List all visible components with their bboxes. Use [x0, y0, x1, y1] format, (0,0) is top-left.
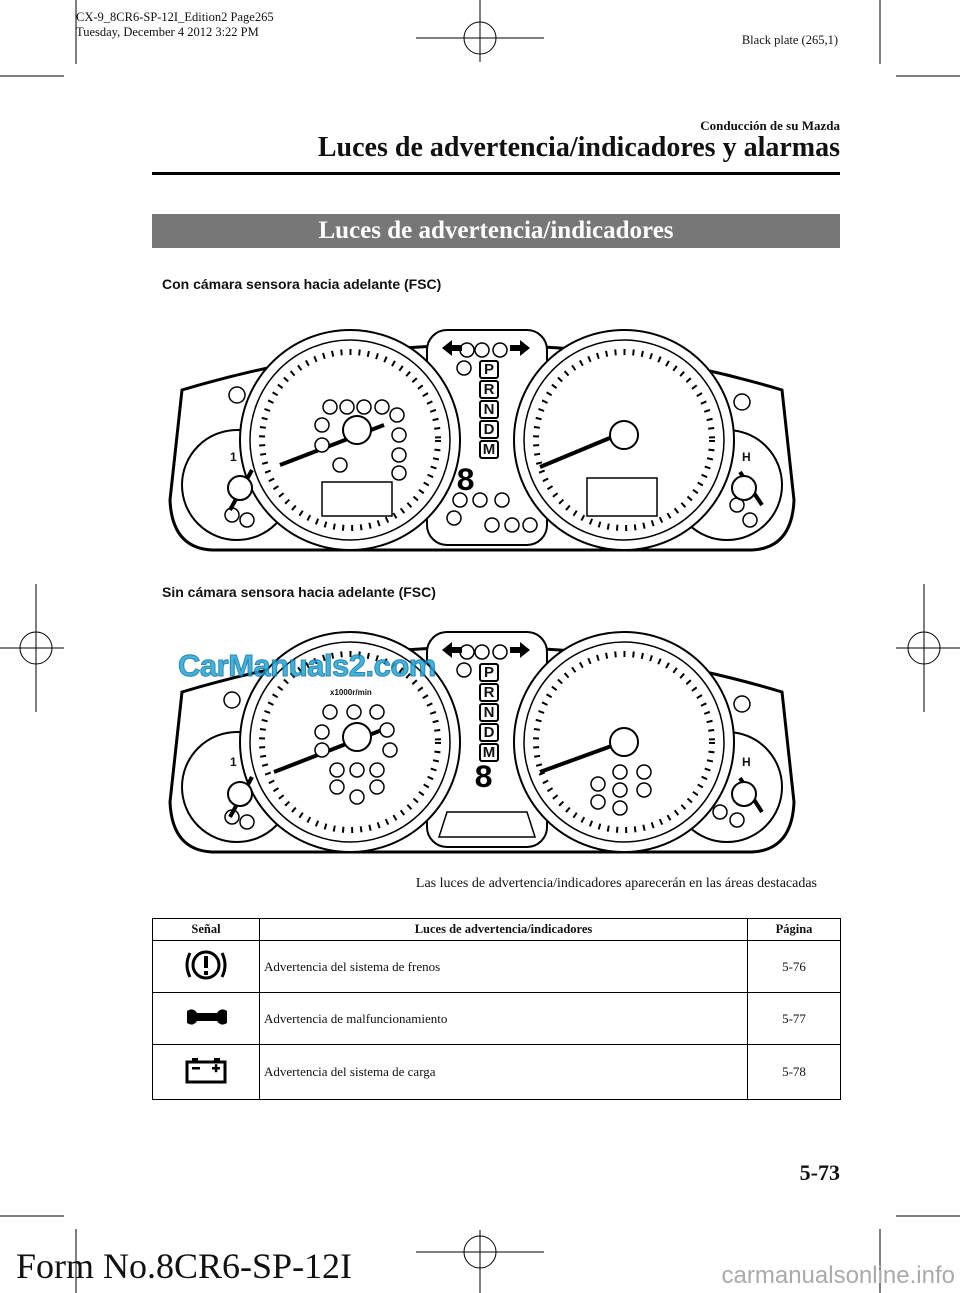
print-info: CX-9_8CR6-SP-12I_Edition2 Page265 Tuesda… — [76, 10, 274, 40]
gear-p: P — [479, 663, 499, 682]
table-row: Advertencia del sistema de frenos 5-76 — [152, 940, 841, 993]
instrument-cluster-2: 8 — [168, 631, 796, 854]
gear-n: N — [479, 703, 499, 722]
watermark-logo: CarManuals2.com — [178, 648, 437, 684]
tach-unit-label: x1000r/min — [330, 688, 372, 697]
cluster2-caption: Sin cámara sensora hacia adelante (FSC) — [162, 584, 436, 600]
row-label: Advertencia del sistema de carga — [259, 1044, 748, 1100]
gear-m: M — [479, 743, 499, 762]
footer-watermark: carmanualsonline.info — [721, 1262, 955, 1289]
cluster2-temp-mark: H — [742, 755, 751, 769]
table-row: Advertencia del sistema de carga 5-78 — [152, 1044, 841, 1100]
svg-text:8: 8 — [474, 760, 493, 797]
warning-lights-table: Señal Luces de advertencia/indicadores P… — [152, 918, 841, 1100]
page-number: 5-73 — [799, 1160, 840, 1185]
row-label: Advertencia de malfuncionamiento — [259, 992, 748, 1045]
cluster1-temp-mark: H — [742, 450, 751, 464]
plate-label: Black plate (265,1) — [741, 33, 838, 47]
print-info-line1: CX-9_8CR6-SP-12I_Edition2 Page265 — [76, 10, 274, 24]
page-header-title: Luces de advertencia/indicadores y alarm… — [317, 132, 840, 163]
row-page: 5-76 — [747, 940, 841, 993]
brake-warning-icon — [185, 950, 227, 979]
wrench-icon — [187, 1008, 227, 1025]
cluster-note: Las luces de advertencia/indicadores apa… — [415, 876, 817, 891]
cluster2-gear-indicator: P R N D M — [479, 663, 499, 762]
row-page: 5-78 — [747, 1044, 841, 1100]
row-page: 5-77 — [747, 992, 841, 1045]
form-number: Form No.8CR6-SP-12I — [16, 1246, 353, 1286]
gear-d: D — [479, 723, 499, 742]
gear-d: D — [479, 420, 499, 439]
section-banner: Luces de advertencia/indicadores — [152, 214, 840, 248]
svg-text:8: 8 — [456, 463, 475, 500]
gear-p: P — [479, 360, 499, 379]
gear-r: R — [479, 683, 499, 702]
cluster1-fuel-mark: 1 — [230, 450, 237, 464]
gear-r: R — [479, 380, 499, 399]
col-header-signal: Señal — [152, 918, 260, 941]
table-row: Advertencia de malfuncionamiento 5-77 — [152, 992, 841, 1045]
col-header-page: Página — [747, 918, 841, 941]
gear-m: M — [479, 440, 499, 459]
row-label: Advertencia del sistema de frenos — [259, 940, 748, 993]
gear-n: N — [479, 400, 499, 419]
print-info-line2: Tuesday, December 4 2012 3:22 PM — [76, 25, 259, 39]
header-rule — [152, 172, 840, 175]
col-header-lights: Luces de advertencia/indicadores — [259, 918, 748, 941]
instrument-cluster-1: 8 — [168, 329, 796, 552]
cluster1-caption: Con cámara sensora hacia adelante (FSC) — [162, 276, 442, 292]
table-header-row: Señal Luces de advertencia/indicadores P… — [152, 918, 841, 941]
battery-icon — [185, 1058, 227, 1084]
cluster1-gear-indicator: P R N D M — [479, 360, 499, 459]
section-label: Conducción de su Mazda — [700, 118, 840, 133]
cluster2-fuel-mark: 1 — [230, 755, 237, 769]
